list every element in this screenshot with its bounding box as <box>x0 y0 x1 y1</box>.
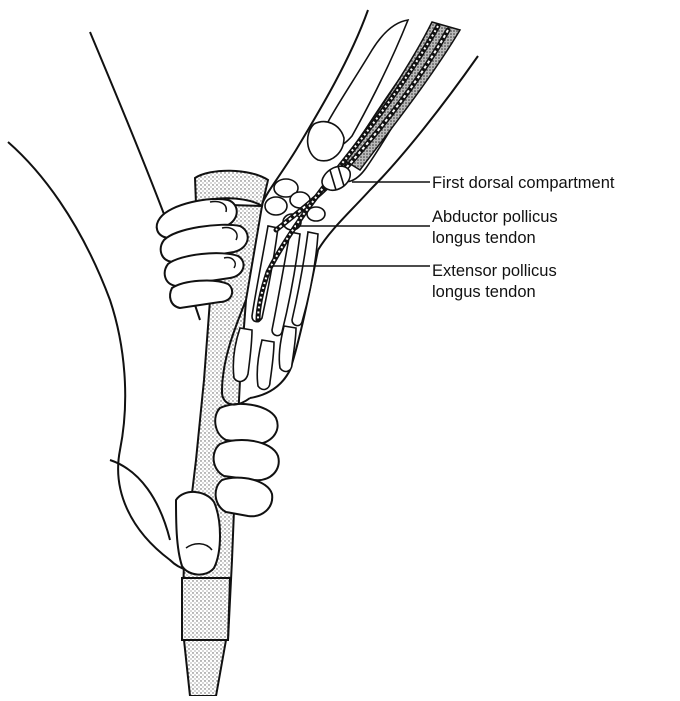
lower-finger-3 <box>216 478 273 517</box>
first-dorsal-compartment-mark <box>322 166 350 190</box>
label-extensor-pollicus-longus-tendon: Extensor pollicus longus tendon <box>432 262 561 301</box>
grip-ferrule <box>182 578 230 640</box>
label-first-dorsal-compartment: First dorsal compartment <box>432 174 615 192</box>
radial-styloid <box>308 122 344 161</box>
phalanx-3 <box>279 326 296 371</box>
labels: First dorsal compartment Abductor pollic… <box>432 174 615 301</box>
carpal-3 <box>265 197 287 215</box>
lower-finger-1 <box>215 404 277 444</box>
phalanx-2 <box>257 340 274 389</box>
thumb <box>176 492 220 575</box>
golf-club-shaft <box>184 640 226 696</box>
label-abductor-pollicus-longus-tendon: Abductor pollicus longus tendon <box>432 208 562 247</box>
lower-finger-2 <box>214 440 279 480</box>
